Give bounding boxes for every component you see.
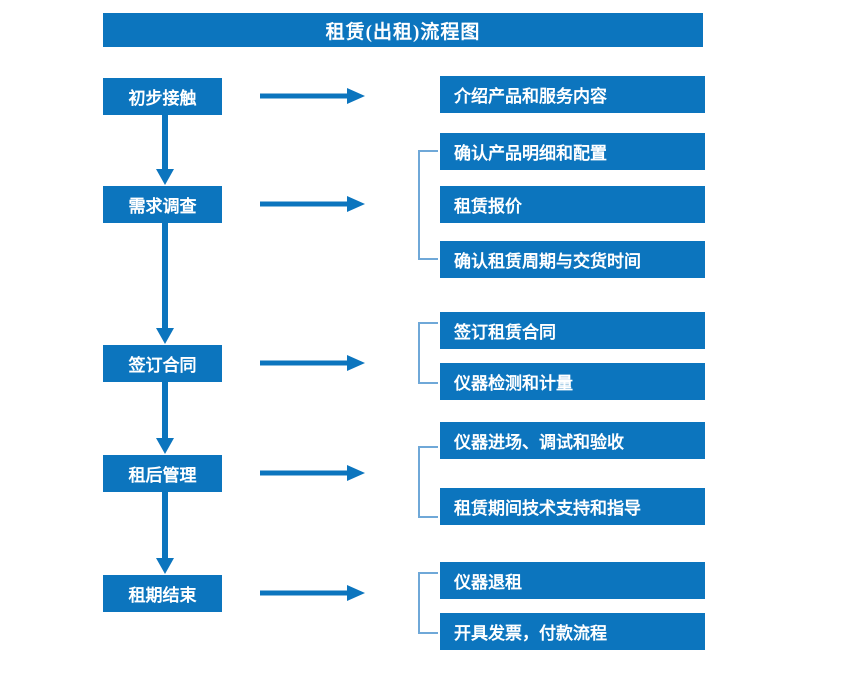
bracket-spine: [418, 446, 420, 518]
detail-box-2-1[interactable]: 确认产品明细和配置: [440, 133, 705, 170]
arrow-right-2: [258, 192, 366, 216]
arrow-right-5: [258, 581, 366, 605]
stage-box-3[interactable]: 签订合同: [103, 345, 222, 382]
bracket-top-arm: [418, 322, 438, 324]
detail-box-3-2[interactable]: 仪器检测和计量: [440, 363, 705, 400]
arrow-right-1: [258, 84, 366, 108]
bracket-spine: [418, 150, 420, 260]
stage-box-1[interactable]: 初步接触: [103, 78, 222, 115]
detail-box-5-2[interactable]: 开具发票，付款流程: [440, 613, 705, 650]
bracket-bottom-arm: [418, 516, 438, 518]
bracket-bottom-arm: [418, 632, 438, 634]
arrow-down-1: [153, 115, 177, 186]
bracket-top-arm: [418, 572, 438, 574]
page-title: 租赁(出租)流程图: [103, 13, 703, 47]
detail-box-4-2[interactable]: 租赁期间技术支持和指导: [440, 488, 705, 525]
stage-box-4[interactable]: 租后管理: [103, 455, 222, 492]
bracket-spine: [418, 572, 420, 634]
bracket-bottom-arm: [418, 382, 438, 384]
detail-box-4-1[interactable]: 仪器进场、调试和验收: [440, 422, 705, 459]
detail-box-2-2[interactable]: 租赁报价: [440, 186, 705, 223]
group-bracket-2: [418, 150, 438, 260]
arrow-down-2: [153, 223, 177, 345]
bracket-top-arm: [418, 150, 438, 152]
arrow-right-4: [258, 461, 366, 485]
arrow-right-3: [258, 351, 366, 375]
arrow-down-4: [153, 492, 177, 575]
stage-box-2[interactable]: 需求调查: [103, 186, 222, 223]
bracket-top-arm: [418, 446, 438, 448]
bracket-bottom-arm: [418, 258, 438, 260]
detail-box-1-1[interactable]: 介绍产品和服务内容: [440, 76, 705, 113]
detail-box-2-3[interactable]: 确认租赁周期与交货时间: [440, 241, 705, 278]
stage-box-5[interactable]: 租期结束: [103, 575, 222, 612]
detail-box-5-1[interactable]: 仪器退租: [440, 562, 705, 599]
group-bracket-3: [418, 322, 438, 384]
group-bracket-4: [418, 446, 438, 518]
bracket-spine: [418, 322, 420, 384]
detail-box-3-1[interactable]: 签订租赁合同: [440, 312, 705, 349]
arrow-down-3: [153, 382, 177, 455]
group-bracket-5: [418, 572, 438, 634]
